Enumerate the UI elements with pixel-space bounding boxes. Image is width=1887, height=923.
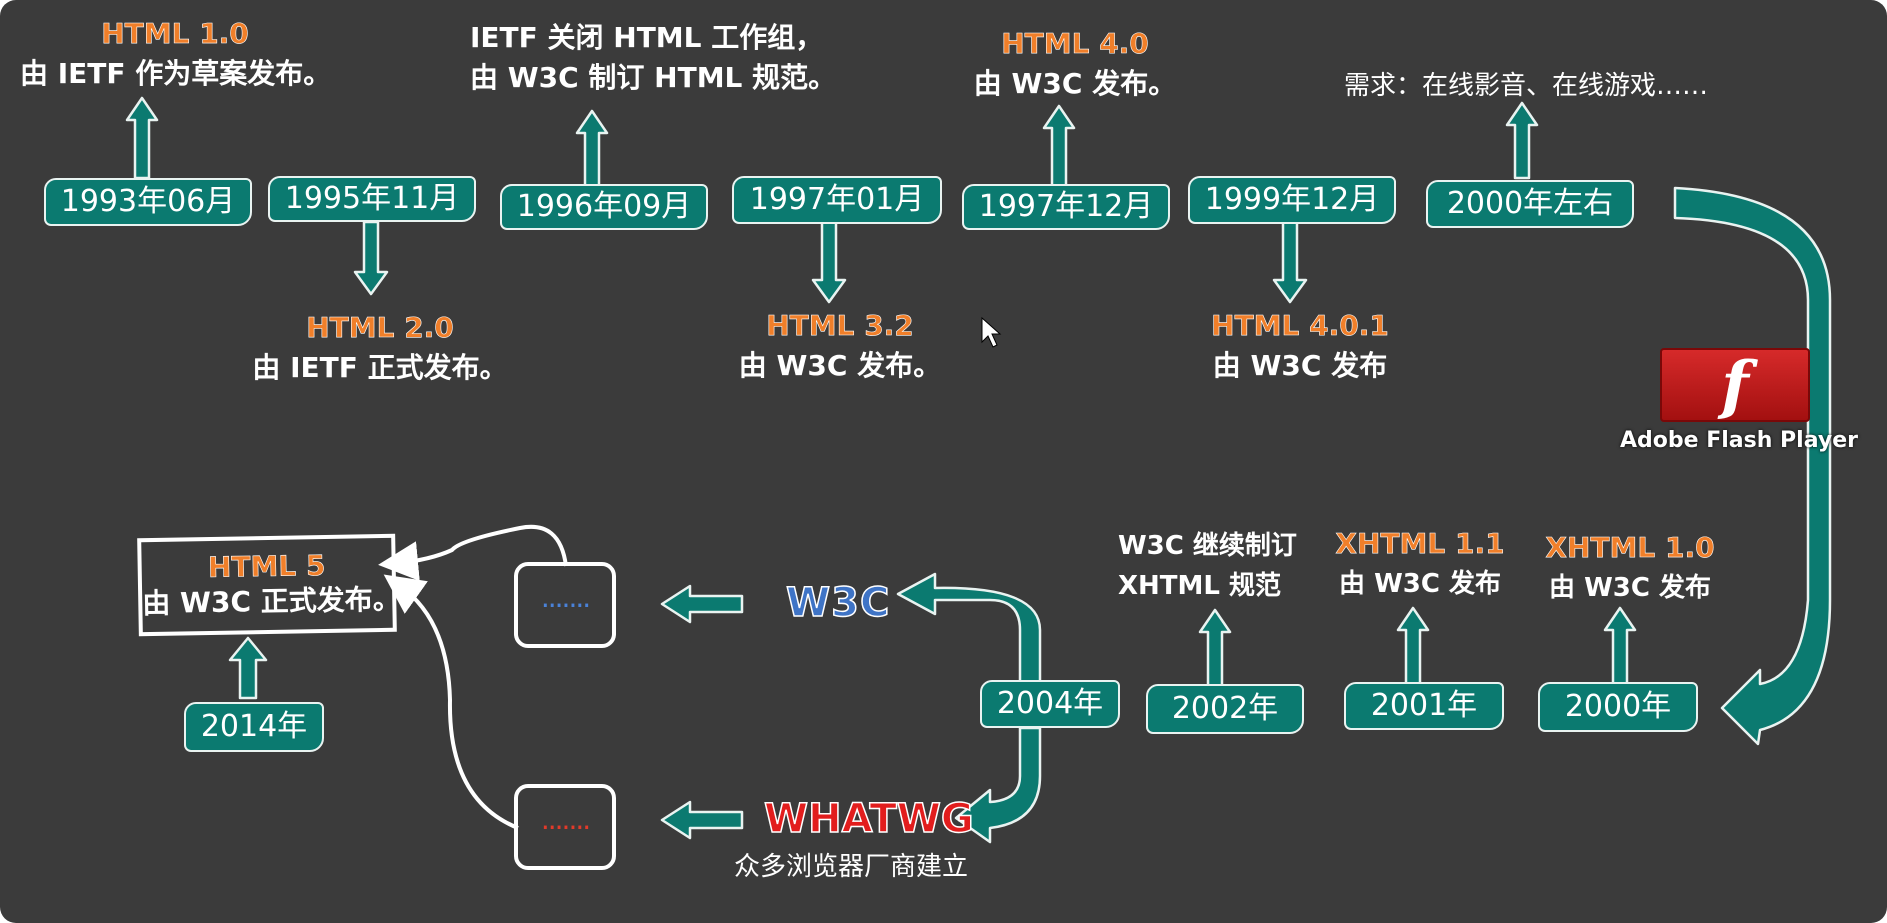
html5-result-box: HTML 5 由 W3C 正式发布。: [137, 533, 401, 637]
version-html-4-0-1: HTML 4.0.1: [1211, 309, 1389, 343]
desc-html-3-2: 由 W3C 发布。: [738, 349, 942, 382]
date-box-1993-06: 1993年06月: [44, 178, 252, 226]
dotbox-w3c: ·······: [514, 562, 616, 648]
curve-whatwg-to-html5: [383, 574, 519, 830]
label-xhtml-1-1: XHTML 1.1 由 W3C 发布: [1330, 524, 1510, 604]
arrow-up-1996: [575, 109, 609, 188]
date-box-2001: 2001年: [1344, 682, 1504, 730]
arrow-up-1997-12: [1042, 104, 1076, 188]
label-xhtml-continue: W3C 继续制订 XHTML 规范: [1118, 526, 1297, 606]
date-box-1997-01: 1997年01月: [732, 176, 942, 224]
desc-xhtml-continue-line2: XHTML 规范: [1118, 571, 1282, 601]
curve-w3c-to-html5: [378, 524, 568, 582]
dotbox-whatwg: ·······: [514, 784, 616, 870]
desc-html-4-0-1: 由 W3C 发布: [1212, 349, 1388, 382]
arrow-up-2000: [1603, 606, 1637, 687]
arrow-up-2002: [1198, 608, 1232, 692]
arrow-up-2014: [228, 636, 268, 700]
label-html-4-0-1: HTML 4.0.1 由 W3C 发布: [1180, 306, 1420, 386]
label-html-3-2: HTML 3.2 由 W3C 发布。: [720, 306, 960, 386]
date-box-2002: 2002年: [1146, 684, 1304, 734]
org-w3c-logo: W3C: [785, 579, 891, 627]
arrow-up-2000ish: [1505, 101, 1539, 180]
label-demand: 需求：在线影音、在线游戏……: [1344, 66, 1708, 106]
label-ietf-close: IETF 关闭 HTML 工作组， 由 W3C 制订 HTML 规范。: [470, 18, 836, 98]
arrow-up-2001: [1396, 606, 1430, 687]
label-xhtml-1-0: XHTML 1.0 由 W3C 发布: [1540, 528, 1720, 608]
label-html-2-0: HTML 2.0 由 IETF 正式发布。: [240, 308, 520, 388]
date-box-2014: 2014年: [184, 702, 324, 752]
arrow-down-1999: [1272, 220, 1308, 304]
desc-ietf-close-line1: IETF 关闭 HTML 工作组，: [470, 21, 824, 54]
version-xhtml-1-0: XHTML 1.0: [1545, 531, 1715, 565]
big-curve-arrow: [1673, 186, 1832, 746]
version-html5: HTML 5: [207, 548, 326, 585]
split-arrow-down-whatwg: [954, 726, 1042, 844]
version-html-2-0: HTML 2.0: [306, 311, 454, 345]
version-xhtml-1-1: XHTML 1.1: [1335, 527, 1505, 561]
date-box-2000-approx: 2000年左右: [1426, 180, 1634, 228]
desc-html-2-0: 由 IETF 正式发布。: [252, 351, 508, 384]
org-whatwg-logo: WHATWG: [763, 795, 974, 843]
mouse-cursor-icon: [981, 316, 1002, 348]
desc-xhtml-continue-line1: W3C 继续制订: [1118, 531, 1297, 561]
arrow-left-w3c: [660, 584, 744, 624]
desc-ietf-close-line2: 由 W3C 制订 HTML 规范。: [470, 61, 837, 94]
desc-xhtml-1-1: 由 W3C 发布: [1339, 569, 1501, 599]
label-html-1-0: HTML 1.0 由 IETF 作为草案发布。: [20, 14, 332, 94]
desc-xhtml-1-0: 由 W3C 发布: [1549, 573, 1711, 603]
desc-html5: 由 W3C 正式发布。: [142, 582, 401, 621]
desc-html-4-0: 由 W3C 发布。: [973, 67, 1177, 100]
date-box-1999-12: 1999年12月: [1188, 176, 1396, 224]
arrow-left-whatwg: [660, 800, 744, 840]
arrow-down-1995: [353, 220, 389, 296]
date-box-2000: 2000年: [1538, 682, 1698, 732]
date-box-1996-09: 1996年09月: [500, 184, 708, 230]
flash-player-logo: f: [1660, 348, 1810, 423]
split-arrow-up-w3c: [896, 572, 1042, 692]
version-html-4-0: HTML 4.0: [1001, 27, 1149, 61]
date-box-2004: 2004年: [980, 680, 1120, 728]
version-html-1-0: HTML 1.0: [101, 17, 249, 51]
arrow-down-1997-01: [811, 220, 847, 304]
date-box-1995-11: 1995年11月: [268, 176, 476, 222]
date-box-1997-12: 1997年12月: [962, 184, 1170, 230]
flash-player-label: Adobe Flash Player: [1620, 428, 1858, 453]
label-html-4-0: HTML 4.0 由 W3C 发布。: [960, 24, 1190, 104]
desc-demand: 需求：在线影音、在线游戏……: [1344, 71, 1709, 101]
org-whatwg-subtitle: 众多浏览器厂商建立: [734, 852, 969, 882]
arrow-up-1993: [125, 96, 159, 180]
version-html-3-2: HTML 3.2: [766, 309, 914, 343]
desc-html-1-0: 由 IETF 作为草案发布。: [20, 57, 332, 90]
